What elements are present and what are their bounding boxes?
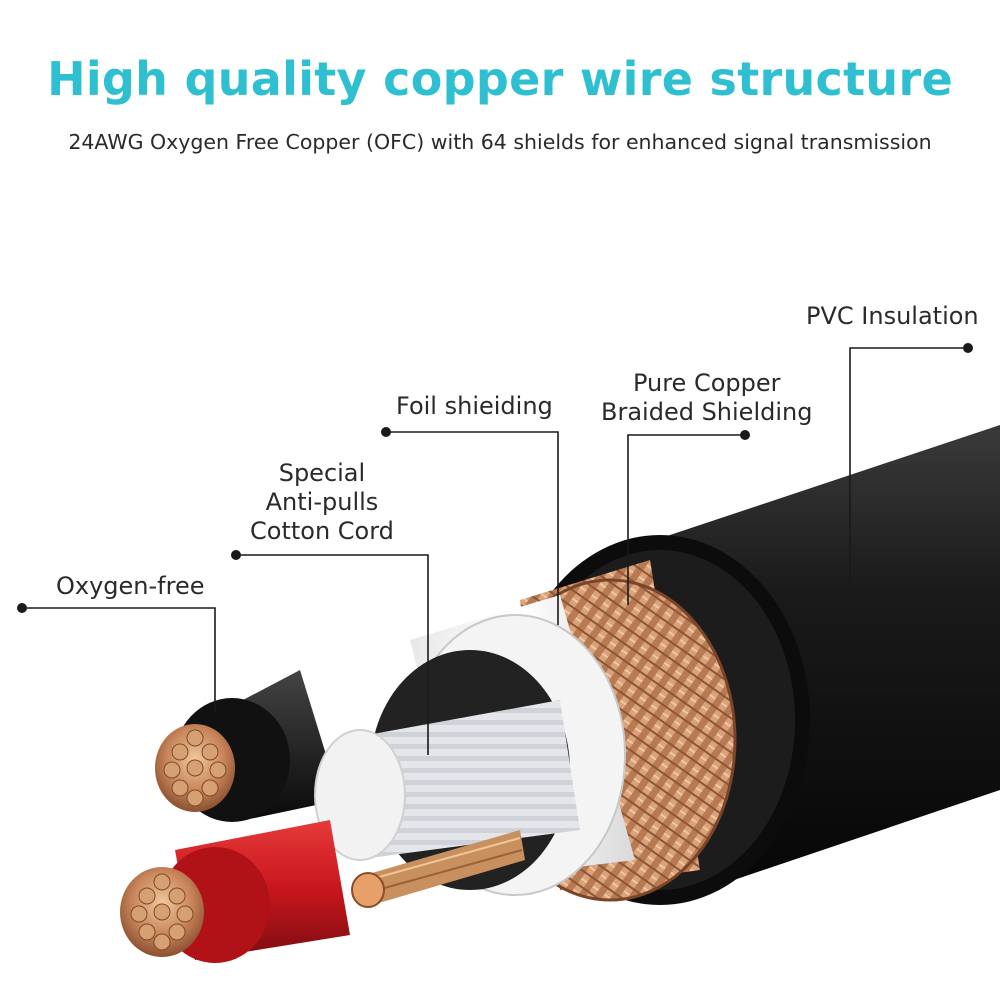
label-foil-shielding: Foil shieiding	[396, 392, 553, 421]
label-line: Braided Shielding	[601, 398, 813, 426]
label-line: Pure Copper	[632, 369, 781, 397]
label-text: PVC Insulation	[806, 302, 979, 330]
callout-dots	[17, 343, 973, 613]
label-pvc-insulation: PVC Insulation	[806, 302, 979, 331]
cotton-cord	[314, 700, 580, 861]
callout-lines	[22, 347, 968, 755]
label-line: Special	[278, 459, 366, 487]
copper-strands	[351, 830, 525, 908]
label-cotton-cord: Special Anti-pulls Cotton Cord	[250, 459, 394, 546]
page-title: High quality copper wire structure	[47, 52, 953, 106]
label-oxygen-free: Oxygen-free	[56, 572, 205, 601]
label-text: Oxygen-free	[56, 572, 205, 600]
label-text: Foil shieiding	[396, 392, 553, 420]
label-braided-shielding: Pure Copper Braided Shielding	[601, 369, 812, 427]
label-line: Cotton Cord	[250, 517, 394, 545]
red-conductor	[120, 820, 350, 963]
page-subtitle: 24AWG Oxygen Free Copper (OFC) with 64 s…	[68, 130, 932, 154]
label-line: Anti-pulls	[265, 488, 379, 516]
black-conductor	[155, 670, 340, 822]
